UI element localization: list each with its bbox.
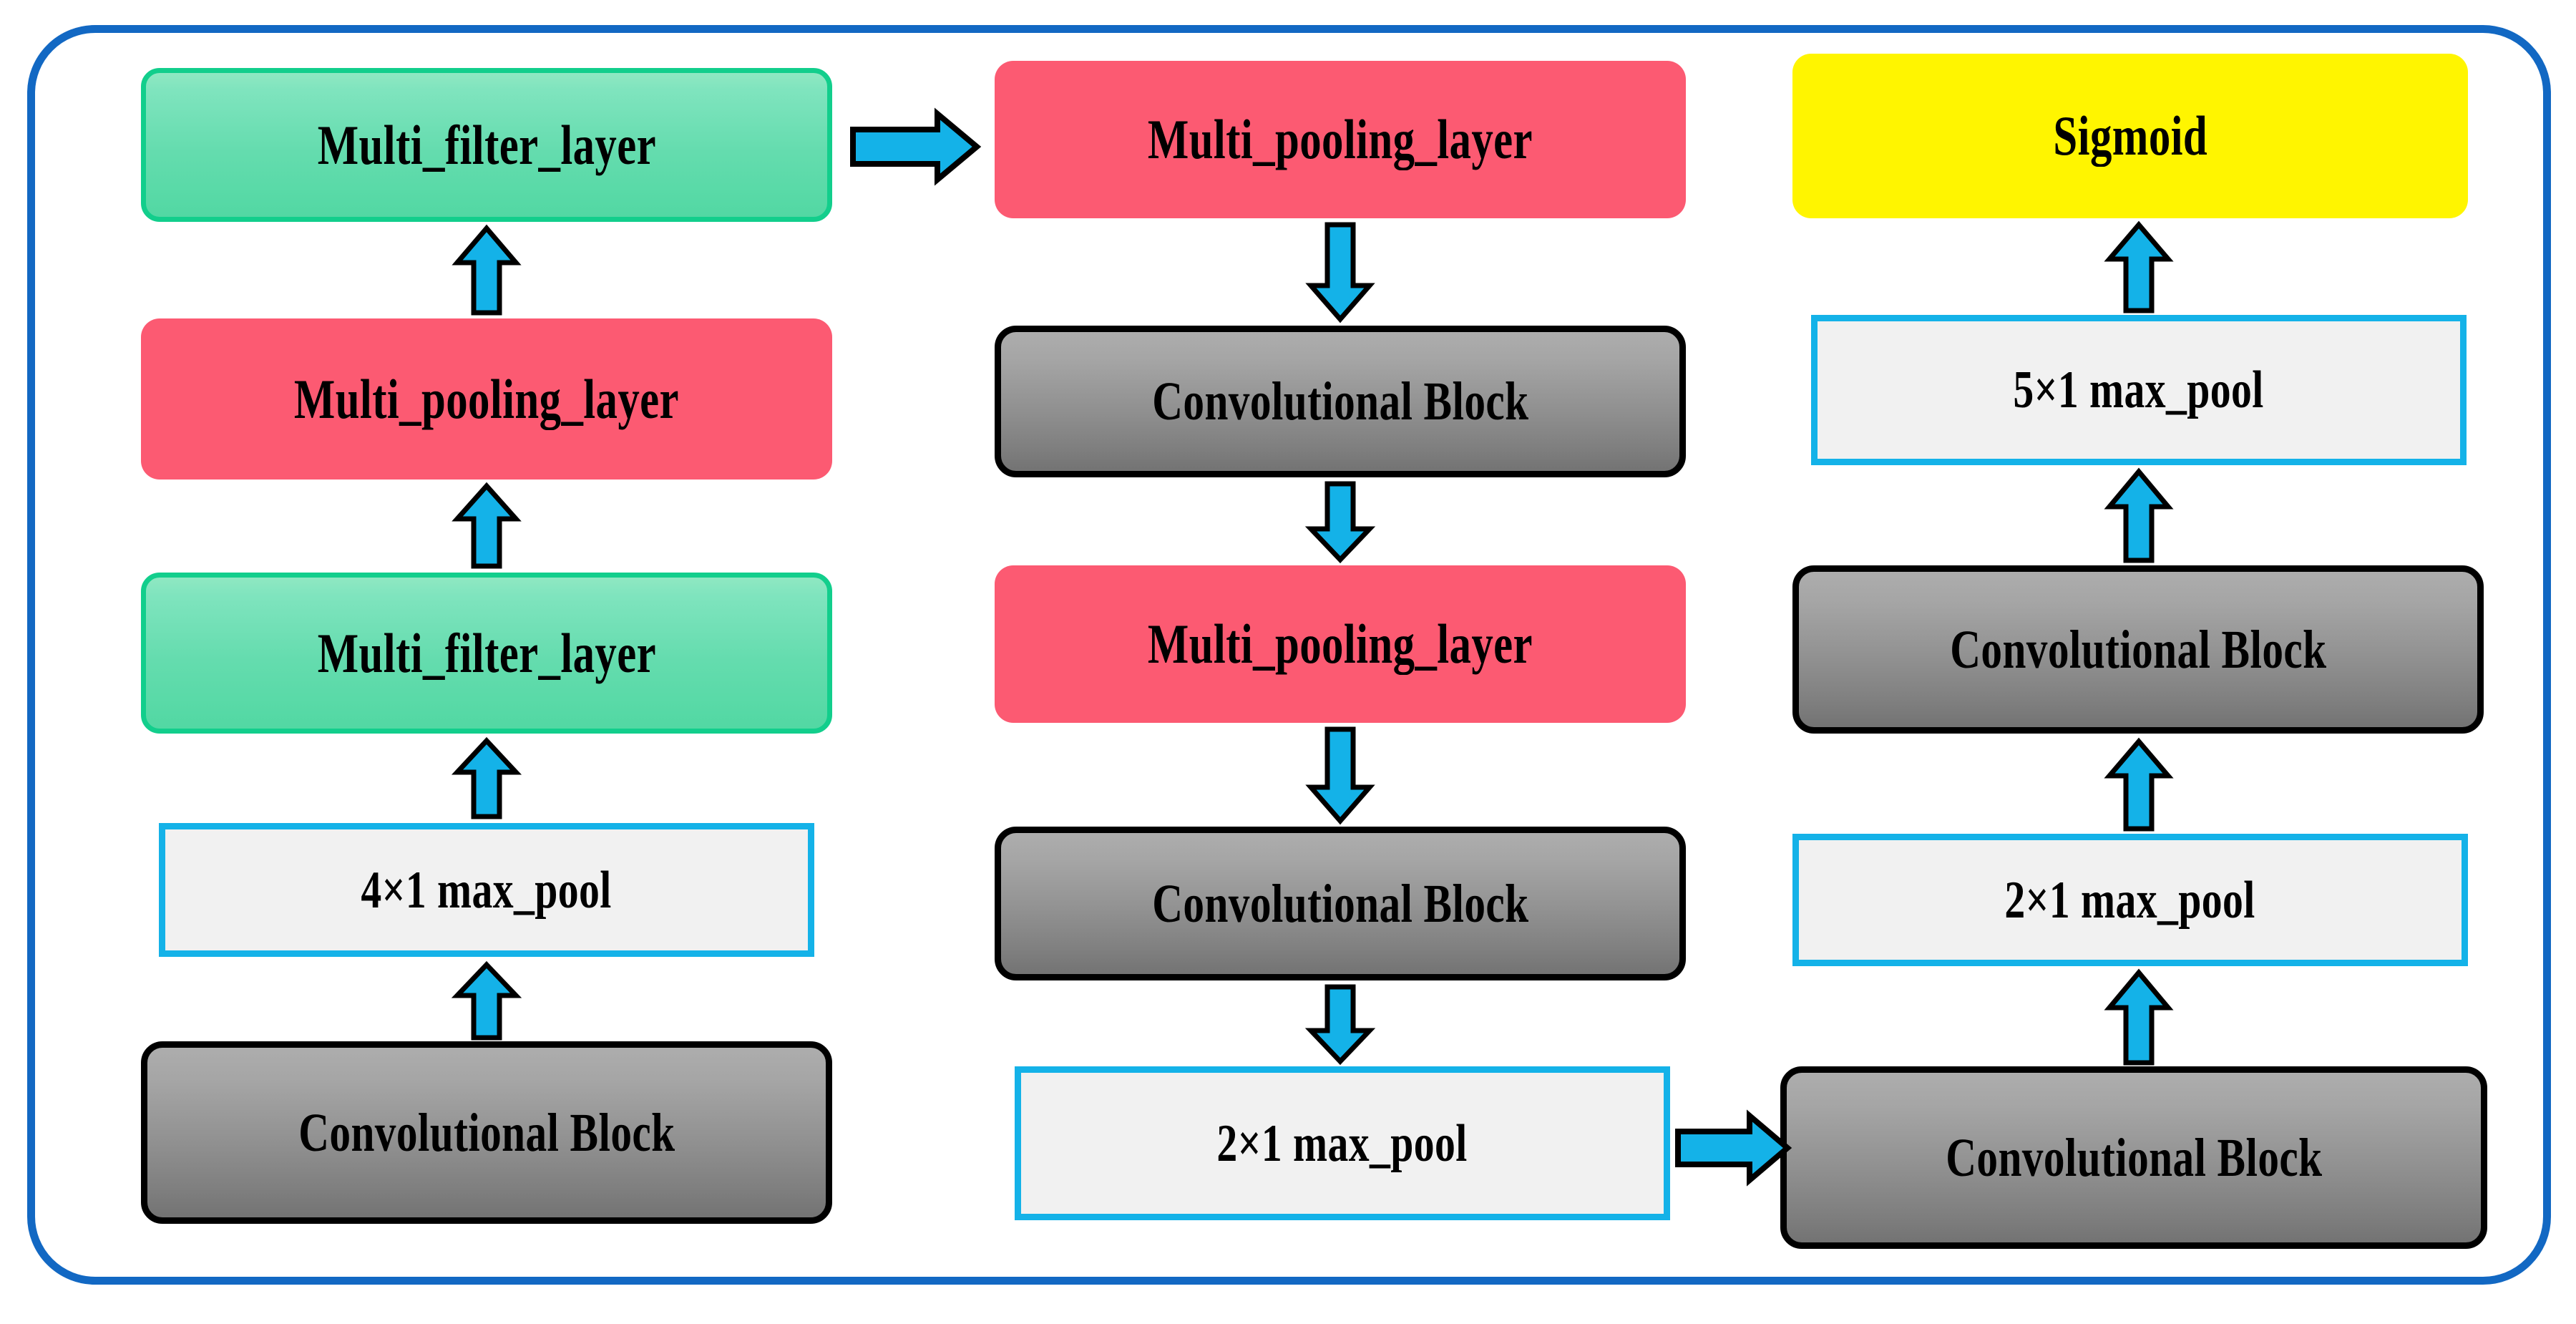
arrow-right-maxpool-to-conv-icon: [2104, 737, 2174, 832]
arrow-mid-pooling-to-conv-icon: [1305, 222, 1375, 323]
node-label: Convolutional Block: [1151, 873, 1529, 934]
arrow-left-pooling-to-filter-top-icon: [452, 224, 522, 316]
node-left-multi-filter-top[interactable]: Multi_filter_layer: [141, 68, 832, 222]
node-mid-conv-block-top[interactable]: Convolutional Block: [995, 326, 1686, 477]
node-mid-multi-pooling-bottom[interactable]: Multi_pooling_layer: [995, 565, 1686, 723]
arrow-mid-pooling-to-conv-bottom-icon: [1305, 726, 1375, 825]
node-label: Multi_pooling_layer: [1147, 108, 1533, 170]
arrow-right-maxpool-to-sigmoid-icon: [2104, 220, 2174, 313]
node-label: 5×1 max_pool: [2013, 361, 2265, 419]
node-label: Multi_filter_layer: [317, 621, 656, 684]
node-right-conv-block-bottom[interactable]: Convolutional Block: [1780, 1066, 2487, 1249]
node-label: 4×1 max_pool: [361, 860, 613, 920]
node-right-max-pool-top[interactable]: 5×1 max_pool: [1811, 315, 2467, 465]
arrow-left-conv-to-maxpool-icon: [451, 960, 522, 1041]
node-left-max-pool[interactable]: 4×1 max_pool: [159, 823, 814, 957]
arrow-mid-conv-to-maxpool-icon: [1304, 984, 1376, 1066]
node-label: Convolutional Block: [298, 1102, 675, 1163]
node-right-sigmoid[interactable]: Sigmoid: [1792, 54, 2468, 218]
node-label: Convolutional Block: [1945, 1127, 2323, 1188]
arrow-right-conv-to-maxpool-icon: [2104, 968, 2174, 1066]
arrow-right-conv-to-maxpool-top-icon: [2104, 467, 2174, 563]
node-left-multi-pooling[interactable]: Multi_pooling_layer: [141, 318, 832, 480]
node-label: Multi_pooling_layer: [1147, 613, 1533, 675]
arrow-middle-to-right-icon: [1675, 1109, 1792, 1187]
node-label: Convolutional Block: [1949, 619, 2327, 680]
arrow-left-maxpool-to-filter-icon: [451, 736, 522, 819]
node-mid-max-pool[interactable]: 2×1 max_pool: [1015, 1066, 1670, 1220]
node-label: Sigmoid: [2053, 104, 2207, 167]
arrow-mid-conv-to-pooling-icon: [1304, 481, 1376, 564]
node-right-max-pool-bottom[interactable]: 2×1 max_pool: [1792, 834, 2468, 966]
node-mid-conv-block-bottom[interactable]: Convolutional Block: [995, 827, 1686, 980]
node-label: Multi_filter_layer: [317, 113, 656, 176]
node-label: 2×1 max_pool: [1216, 1114, 1468, 1173]
node-left-multi-filter-bottom[interactable]: Multi_filter_layer: [141, 573, 832, 734]
outer-frame: [27, 25, 2551, 1285]
node-label: 2×1 max_pool: [2004, 870, 2256, 930]
node-label: Multi_pooling_layer: [293, 367, 680, 430]
node-label: Convolutional Block: [1151, 371, 1529, 432]
node-right-conv-block-top[interactable]: Convolutional Block: [1792, 565, 2484, 734]
arrow-left-filter-to-pooling-icon: [452, 482, 522, 569]
node-mid-multi-pooling-top[interactable]: Multi_pooling_layer: [995, 61, 1686, 218]
node-left-conv-block[interactable]: Convolutional Block: [141, 1041, 832, 1224]
arrow-left-to-middle-icon: [850, 107, 982, 186]
